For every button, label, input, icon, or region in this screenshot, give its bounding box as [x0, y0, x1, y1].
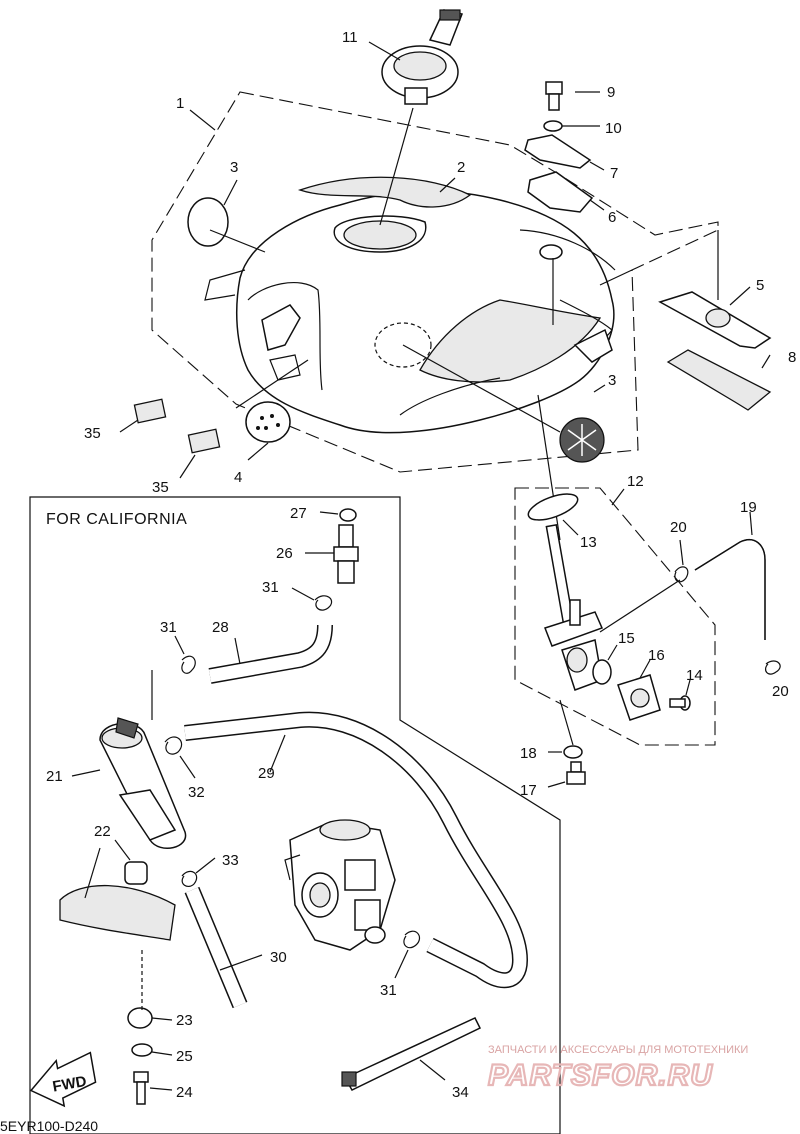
clip-31a	[314, 595, 333, 611]
callout-29: 29	[258, 765, 275, 782]
callout-16: 16	[648, 647, 665, 664]
callout-6: 6	[608, 209, 616, 226]
rear-mount-5	[658, 291, 772, 349]
clip-31b	[181, 655, 196, 674]
damper	[245, 401, 291, 443]
callout-30: 30	[270, 949, 287, 966]
gasket-15	[592, 659, 612, 685]
fwd-label: FWD	[51, 1073, 88, 1096]
callout-3b: 3	[608, 372, 616, 389]
carburetor	[284, 819, 396, 951]
cover-16	[617, 674, 661, 721]
callout-17: 17	[520, 782, 537, 799]
callout-31c: 31	[380, 982, 397, 999]
callout-3a: 3	[230, 159, 238, 176]
canister-bracket	[59, 884, 176, 941]
callout-5: 5	[756, 277, 764, 294]
callout-20b: 20	[772, 683, 789, 700]
drain-bolt-17	[566, 761, 586, 785]
callout-1: 1	[176, 95, 184, 112]
callout-26: 26	[276, 545, 293, 562]
fuel-cock-outline	[514, 487, 716, 746]
callout-33: 33	[222, 852, 239, 869]
leader-lines-right	[547, 488, 753, 788]
clip-32	[164, 736, 183, 755]
callout-18: 18	[520, 745, 537, 762]
rear-mount-8	[666, 349, 772, 411]
fwd-arrow-icon	[29, 1051, 97, 1108]
cable-tie-34	[341, 1017, 482, 1091]
callout-2: 2	[457, 159, 465, 176]
callout-32: 32	[188, 784, 205, 801]
callout-35b: 35	[152, 479, 169, 496]
washer-10	[543, 120, 563, 132]
callout-23: 23	[176, 1012, 193, 1029]
callout-27: 27	[290, 505, 307, 522]
callout-31a: 31	[262, 579, 279, 596]
fitting-26	[333, 524, 359, 584]
callout-22: 22	[94, 823, 111, 840]
washer-18	[563, 745, 583, 759]
callout-11: 11	[342, 29, 358, 46]
callout-25: 25	[176, 1048, 193, 1065]
callout-28: 28	[212, 619, 229, 636]
fuel-tank	[204, 176, 616, 434]
o-ring-13	[527, 493, 579, 521]
grommet-22	[124, 861, 148, 885]
bracket-6	[527, 171, 594, 213]
watermark-caption: ЗАПЧАСТИ И АКСЕССУАРЫ ДЛЯ МОТОТЕХНИКИ	[488, 1044, 748, 1056]
hose-19	[694, 539, 766, 640]
frame-title: FOR CALIFORNIA	[46, 511, 187, 528]
pad-35a	[133, 398, 167, 424]
fuel-cock	[544, 524, 604, 691]
callout-20a: 20	[670, 519, 687, 536]
clip-20b	[764, 660, 781, 675]
collar-23	[127, 1007, 153, 1029]
clip-20a	[674, 566, 689, 583]
diagram-code: 5EYR100-D240	[0, 1118, 98, 1134]
washer-25	[131, 1043, 153, 1057]
screw-14	[669, 695, 691, 711]
collar	[539, 244, 563, 260]
callout-12: 12	[627, 473, 644, 490]
california-frame	[29, 496, 561, 1134]
callout-9: 9	[607, 84, 615, 101]
pad-35b	[187, 428, 221, 454]
callout-7: 7	[610, 165, 618, 182]
callout-13: 13	[580, 534, 597, 551]
callout-4: 4	[234, 469, 242, 486]
callout-15: 15	[618, 630, 635, 647]
leader-lines-lower	[71, 511, 446, 1091]
bracket-7	[524, 134, 592, 169]
clip-31c	[403, 930, 421, 949]
callout-24: 24	[176, 1084, 193, 1101]
callout-8: 8	[788, 349, 796, 366]
tank-emblem	[559, 417, 605, 463]
callout-21: 21	[46, 768, 63, 785]
bolt-24	[133, 1071, 149, 1105]
clip-27	[339, 508, 357, 522]
rubber-plug-left	[187, 197, 229, 247]
callout-35a: 35	[84, 425, 101, 442]
callout-10: 10	[605, 120, 622, 137]
fuel-cap	[381, 9, 464, 105]
callout-14: 14	[686, 667, 703, 684]
leader-lines	[119, 41, 771, 541]
watermark-logo: PARTSFOR.RU	[488, 1059, 713, 1092]
callout-19: 19	[740, 499, 757, 516]
canister-21	[99, 717, 187, 849]
bolt-9	[545, 81, 563, 111]
callout-34: 34	[452, 1084, 469, 1101]
callout-labels: 1 2 3 3 4 5 6 7 8 9 10 11 12 13 14 15 16…	[46, 29, 796, 1101]
callout-31b: 31	[160, 619, 177, 636]
clip-33	[181, 870, 198, 888]
